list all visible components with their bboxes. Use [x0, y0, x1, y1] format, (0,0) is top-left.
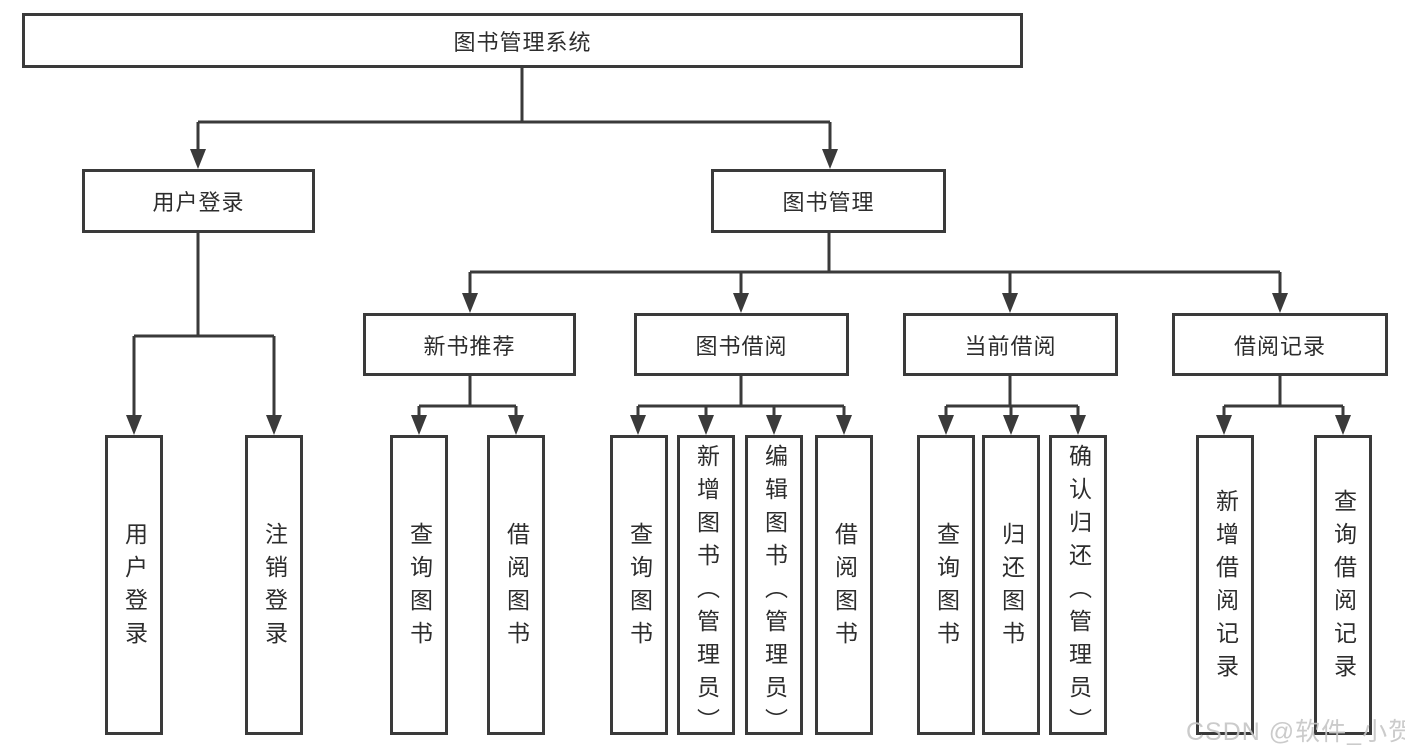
tree-edges: [132, 68, 1345, 421]
leaf-query-borrow-record: 查询借阅记录: [1314, 435, 1372, 735]
node-borrowing-records: 借阅记录: [1172, 313, 1388, 376]
leaf-query-books-borrowing: 查询图书: [610, 435, 668, 735]
node-library-management-system: 图书管理系统: [22, 13, 1023, 68]
leaf-borrow-books-borrowing: 借阅图书: [815, 435, 873, 735]
leaf-logout: 注销登录: [245, 435, 303, 735]
leaf-user-login: 用户登录: [105, 435, 163, 735]
leaf-confirm-return-admin: 确认归还（管理员）: [1049, 435, 1107, 741]
node-book-management: 图书管理: [711, 169, 946, 233]
csdn-watermark: CSDN @软件_小贺同学: [1186, 718, 1405, 746]
leaf-query-books-recommend: 查询图书: [390, 435, 448, 735]
arrowheads: [126, 149, 1351, 435]
node-current-borrowing: 当前借阅: [903, 313, 1118, 376]
leaf-add-book-admin: 新增图书（管理员）: [677, 435, 735, 741]
node-new-book-recommendation: 新书推荐: [363, 313, 576, 376]
node-book-borrowing: 图书借阅: [634, 313, 849, 376]
leaf-borrow-books-recommend: 借阅图书: [487, 435, 545, 735]
leaf-return-books: 归还图书: [982, 435, 1040, 735]
leaf-add-borrow-record: 新增借阅记录: [1196, 435, 1254, 735]
leaf-edit-book-admin: 编辑图书（管理员）: [745, 435, 803, 741]
leaf-query-books-current: 查询图书: [917, 435, 975, 735]
node-user-login: 用户登录: [82, 169, 315, 233]
